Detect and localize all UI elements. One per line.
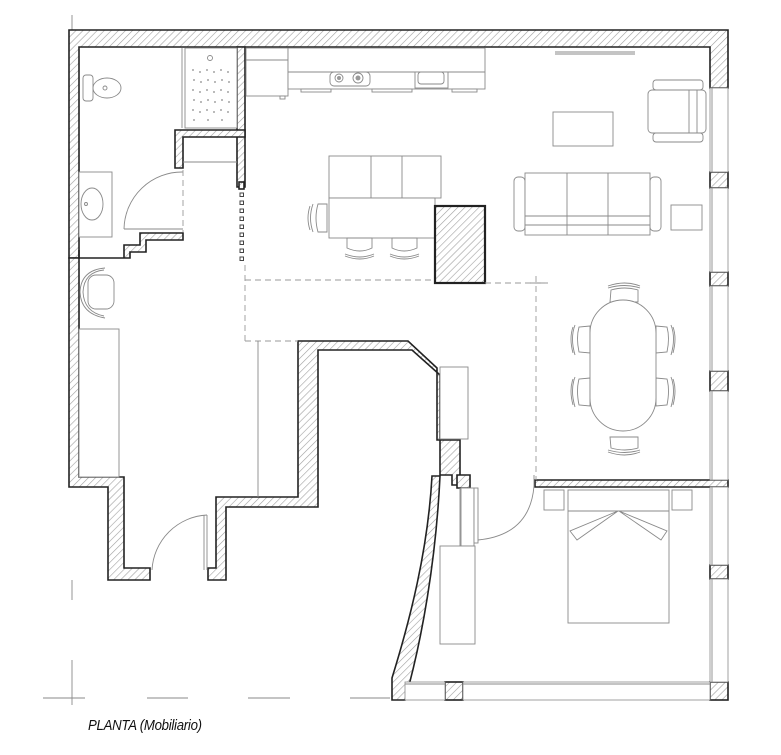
- kitchen-counter-icon: [287, 47, 486, 93]
- armchair-icon: [647, 79, 707, 143]
- exterior-walls: [68, 29, 729, 701]
- hall-study: [78, 267, 259, 571]
- drawing-title: PLANTA (Mobiliario): [88, 717, 202, 734]
- living-room: [513, 79, 707, 236]
- partition-posts: [238, 181, 245, 261]
- sink-icon: [414, 71, 449, 89]
- zone-dashed-lines: [244, 265, 548, 480]
- sofa-icon: [513, 172, 662, 236]
- hob-icon: [329, 71, 371, 87]
- desk-icon: [78, 328, 120, 478]
- structural-column: [433, 204, 487, 285]
- coffee-table-icon: [552, 111, 614, 147]
- dining-chairs-icon: [570, 282, 676, 456]
- entrance-door-icon: [151, 514, 208, 571]
- dining-area: [570, 282, 676, 456]
- side-table-icon: [670, 204, 703, 231]
- shower-tray-icon: [181, 47, 238, 129]
- bar-stool-icons: [307, 203, 420, 260]
- kitchen: [238, 47, 487, 285]
- axis-lines: [43, 15, 390, 705]
- bedroom: [477, 475, 693, 624]
- bathroom: [78, 47, 238, 238]
- kitchen-island-icon: [328, 155, 442, 239]
- windows: [404, 51, 729, 701]
- toilet-icon: [82, 74, 122, 102]
- fridge-icon: [245, 47, 289, 100]
- built-in-cupboards: [439, 366, 479, 645]
- bathroom-door-icon: [123, 170, 184, 232]
- double-bed-icon: [543, 489, 693, 624]
- washbasin-icon: [78, 171, 113, 238]
- desk-chair-icon: [79, 267, 115, 319]
- oval-dining-table-icon: [589, 299, 657, 432]
- bedroom-door-icon: [477, 475, 535, 541]
